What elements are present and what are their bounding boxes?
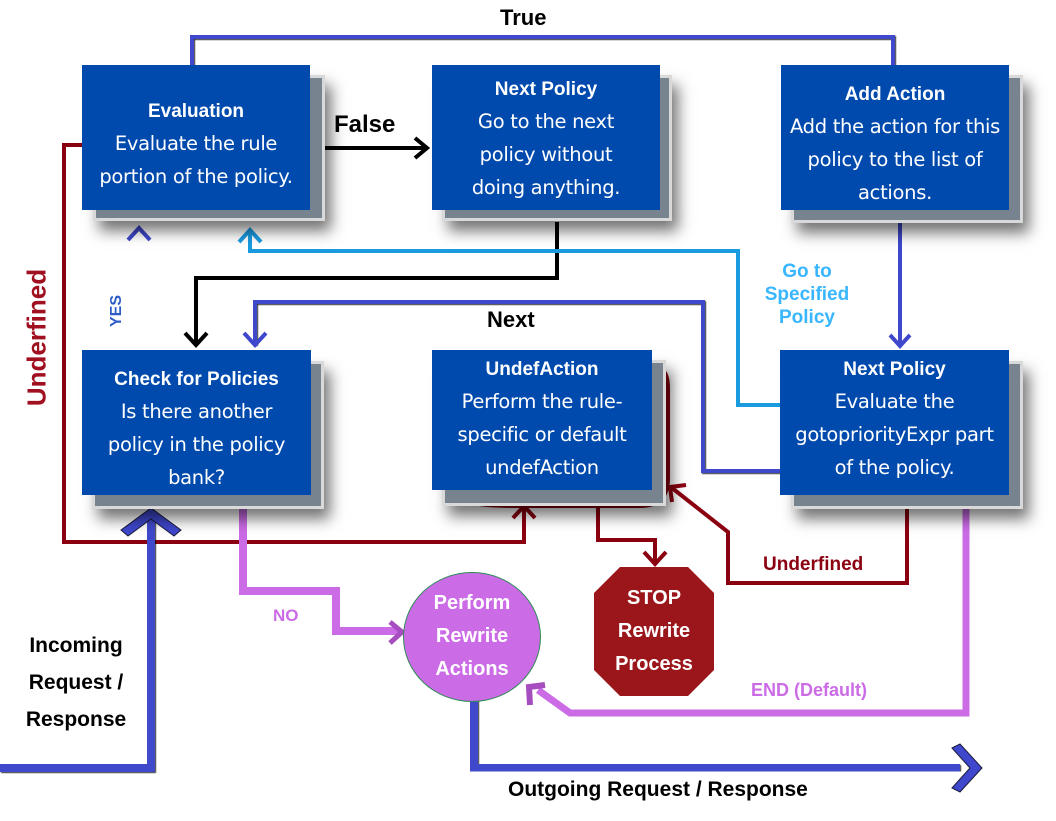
false-label: False: [334, 111, 396, 138]
undef-action-node[interactable]: UndefAction Perform the rule-specific or…: [432, 350, 652, 490]
stop-line2: Rewrite: [617, 620, 691, 642]
add-action-title: Add Action: [844, 84, 946, 105]
goto-specified-arrowhead: [237, 227, 263, 244]
incoming-line1: Incoming: [29, 634, 123, 657]
incoming-label: Incoming Request / Response: [14, 627, 138, 738]
next-policy-top-node[interactable]: Next Policy Go to the next policy withou…: [432, 65, 660, 210]
perform-rewrite-line3: Actions: [435, 658, 509, 680]
undef-to-stop-arrowhead: [642, 550, 668, 567]
next-label: Next: [487, 307, 535, 332]
outgoing-label: Outgoing Request / Response: [508, 778, 808, 801]
perform-rewrite-line1: Perform: [433, 592, 511, 614]
goto-line2: Specified: [764, 284, 850, 305]
end-default-arrowhead: [525, 682, 546, 706]
undefined-left-label: Underfined: [21, 268, 52, 407]
add-action-node[interactable]: Add Action Add the action for this polic…: [781, 65, 1009, 210]
outgoing-arrowhead: [951, 743, 983, 793]
goto-specified-label: Go to Specified Policy: [752, 260, 862, 329]
add-action-arrowhead: [888, 333, 912, 349]
next-policy-to-check-arrowhead: [183, 331, 209, 348]
undefined-right-label: Underfined: [763, 554, 864, 575]
undef-to-stop-path: [596, 502, 657, 562]
end-default-path: [535, 508, 970, 717]
perform-rewrite-actions-node[interactable]: Perform Rewrite Actions: [403, 572, 541, 702]
no-path: [239, 508, 400, 635]
next-policy-top-title: Next Policy: [494, 79, 598, 100]
no-label: NO: [273, 606, 299, 625]
incoming-line3: Response: [25, 708, 127, 731]
undefined-left-path: [62, 143, 526, 544]
perform-rewrite-line2: Rewrite: [435, 625, 509, 647]
yes-arrowhead: [126, 225, 152, 242]
true-label: True: [500, 5, 547, 30]
incoming-line2: Request /: [28, 671, 124, 694]
stop-line1: STOP: [626, 587, 682, 609]
check-policies-node[interactable]: Check for Policies Is there another poli…: [82, 350, 311, 495]
no-arrowhead: [388, 620, 406, 645]
evaluation-description: Evaluate the rule portion of the policy.: [99, 132, 293, 188]
undef-action-title: UndefAction: [485, 359, 599, 380]
evaluation-title: Evaluation: [147, 101, 245, 122]
undef-action-description: Perform the rule-specific or default und…: [457, 390, 627, 479]
next-policy-bottom-title: Next Policy: [843, 359, 946, 380]
next-policy-bottom-node[interactable]: Next Policy Evaluate the gotopriorityExp…: [780, 350, 1009, 495]
next-policy-top-description: Go to the next policy without doing anyt…: [471, 110, 621, 199]
check-policies-title: Check for Policies: [114, 369, 279, 390]
yes-label: YES: [108, 294, 126, 328]
stop-rewrite-process-node[interactable]: STOP Rewrite Process: [594, 582, 714, 681]
end-default-label: END (Default): [751, 680, 867, 700]
next-path: [253, 300, 780, 473]
goto-line3: Policy: [779, 307, 835, 328]
false-arrowhead: [413, 136, 431, 160]
next-policy-bottom-description: Evaluate the gotopriorityExpr part of th…: [795, 390, 994, 479]
undefined-right-arrowhead: [667, 483, 687, 503]
evaluation-node[interactable]: Evaluation Evaluate the rule portion of …: [82, 65, 310, 210]
true-path: [190, 35, 895, 90]
outgoing-path-from-rewrite: [470, 700, 960, 772]
next-arrowhead: [242, 331, 268, 348]
goto-specified-path: [248, 232, 780, 407]
incoming-path: [0, 510, 155, 772]
stop-octagon: [594, 567, 714, 696]
check-policies-description: Is there another policy in the policy ba…: [107, 400, 286, 489]
undefined-right-path: [670, 486, 909, 585]
goto-line1: Go to: [782, 261, 832, 282]
stop-line3: Process: [615, 653, 693, 675]
add-action-description: Add the action for this policy to the li…: [789, 115, 1001, 204]
